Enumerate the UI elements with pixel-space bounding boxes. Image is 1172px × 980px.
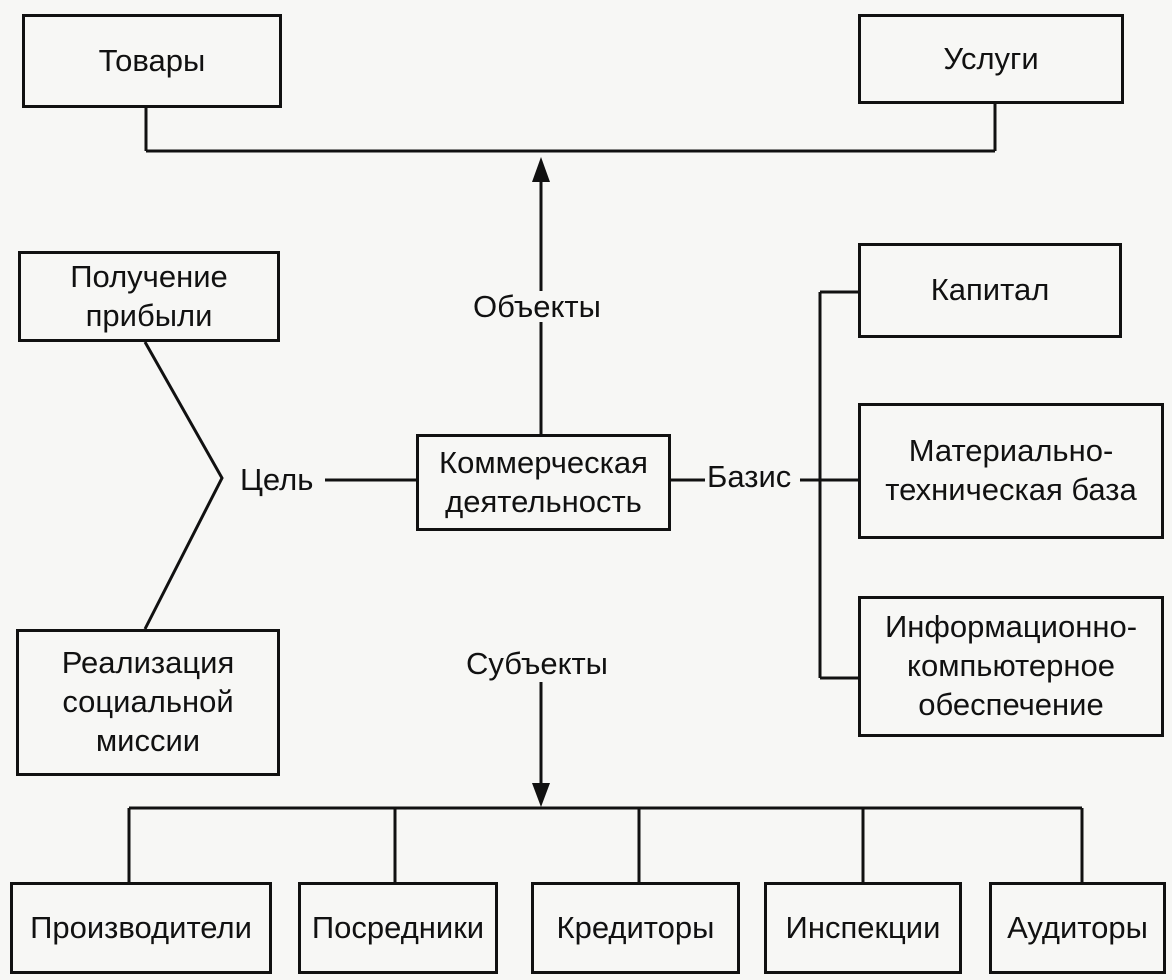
subjects-arrowhead — [532, 783, 550, 807]
capital-box: Капитал — [858, 243, 1122, 338]
subjects-label: Субъекты — [464, 646, 610, 681]
objects-arrowhead — [532, 157, 550, 182]
profit-box: Получение прибыли — [18, 251, 280, 342]
inspections-box: Инспекции — [764, 882, 962, 974]
goods-box: Товары — [22, 14, 282, 108]
goal-branch-lines — [143, 341, 224, 630]
services-box: Услуги — [858, 14, 1124, 104]
auditors-box: Аудиторы — [989, 882, 1166, 974]
objects-label: Объекты — [471, 289, 603, 324]
commercial-activity-box: Коммерческая деятельность — [416, 434, 671, 531]
producers-box: Производители — [10, 882, 272, 974]
basis-label: Базис — [705, 459, 794, 494]
intermediaries-box: Посредники — [298, 882, 498, 974]
creditors-box: Кредиторы — [531, 882, 740, 974]
social-mission-box: Реализация социальной миссии — [16, 629, 280, 776]
goal-label: Цель — [238, 462, 316, 497]
information-computer-support-box: Информационно- компьютерное обеспечение — [858, 596, 1164, 737]
material-technical-base-box: Материально- техническая база — [858, 403, 1164, 539]
